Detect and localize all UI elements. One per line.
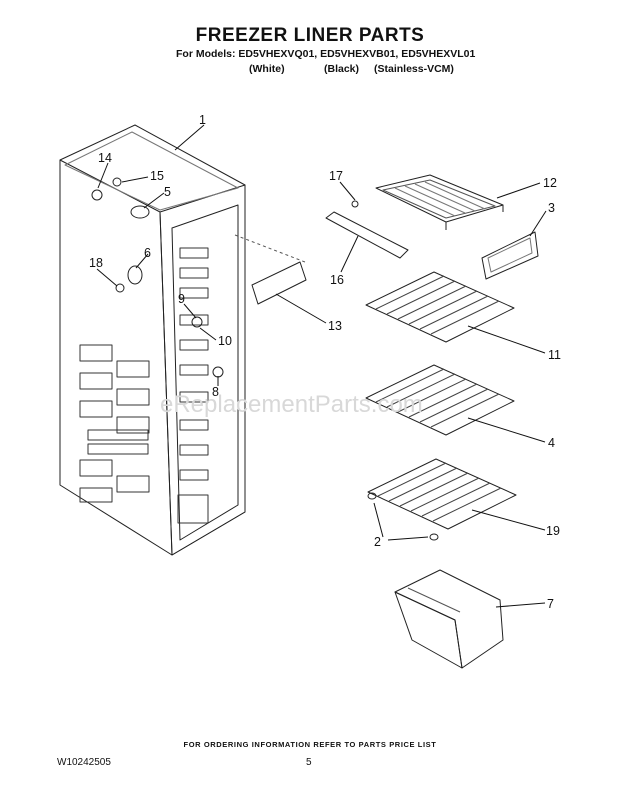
variant-white: (White): [249, 63, 285, 75]
models-line: For Models: ED5VHEXVQ01, ED5VHEXVB01, ED…: [176, 48, 476, 60]
variant-stainless: (Stainless-VCM): [374, 63, 454, 75]
watermark: eReplacementParts.com: [160, 391, 423, 418]
callout-7: 7: [547, 597, 554, 611]
crisper-cover-drawing: [375, 174, 504, 230]
support-part: [325, 211, 409, 259]
page-number: 5: [306, 757, 312, 768]
callout-11: 11: [548, 348, 561, 362]
callout-2: 2: [374, 535, 381, 549]
callout-3: 3: [548, 201, 555, 215]
insert-part: [481, 231, 539, 280]
callout-1: 1: [199, 113, 206, 127]
callout-19: 19: [546, 524, 560, 538]
callout-8: 8: [212, 385, 219, 399]
callout-6: 6: [144, 246, 151, 260]
callout-9: 9: [178, 292, 185, 306]
ordering-note: FOR ORDERING INFORMATION REFER TO PARTS …: [183, 740, 437, 749]
callout-18: 18: [89, 256, 103, 270]
callout-16: 16: [330, 273, 344, 287]
variant-black: (Black): [324, 63, 360, 75]
callout-13: 13: [328, 319, 342, 333]
duct-part: [251, 261, 307, 305]
callout-12: 12: [543, 176, 557, 190]
callout-5: 5: [164, 185, 171, 199]
callout-labels: 1 17 12 3 14 15 5 6 18 16 9 13 10 11 8 4…: [89, 113, 561, 611]
callout-10: 10: [218, 334, 232, 348]
freezer-bin-drawing: [394, 569, 504, 669]
page-title: FREEZER LINER PARTS: [195, 25, 425, 46]
freezer-liner-drawing: [59, 124, 246, 556]
wire-shelves: [365, 271, 517, 541]
callout-4: 4: [548, 436, 555, 450]
callout-17: 17: [329, 169, 343, 183]
document-number: W10242505: [57, 757, 111, 768]
callout-14: 14: [98, 151, 112, 165]
callout-15: 15: [150, 169, 164, 183]
